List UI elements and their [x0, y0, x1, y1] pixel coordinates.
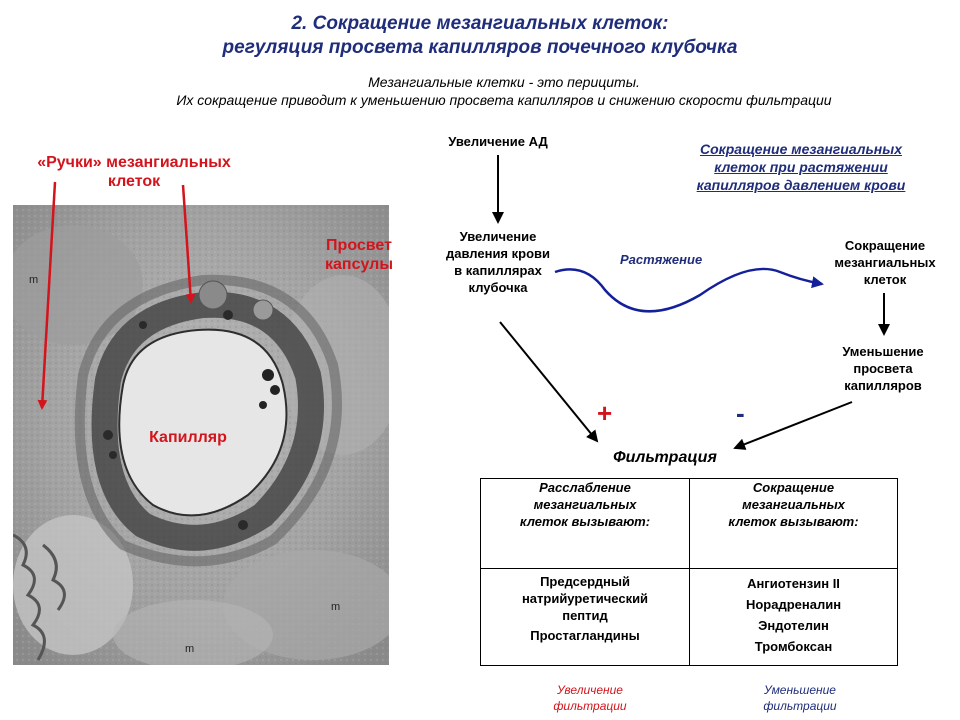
page-title: 2. Сокращение мезангиальных клеток: регу…	[0, 12, 960, 60]
title-line-1: 2. Сокращение мезангиальных клеток:	[291, 13, 669, 34]
arrow-lumen-to-filtration	[733, 401, 853, 450]
contract-header-cell: Сокращение мезангиальных клеток вызывают…	[689, 478, 898, 569]
capsule-label-line-2: капсулы	[325, 256, 393, 273]
handle-arrow-right	[181, 184, 196, 304]
contraction-line-2: мезангиальных	[834, 255, 936, 270]
pressure-line-3: в капиллярах	[454, 263, 542, 278]
relax-header-cell: Расслабление мезангиальных клеток вызыва…	[480, 478, 690, 569]
pressure-line-2: давления крови	[445, 246, 551, 261]
contract-header-line-2: мезангиальных	[742, 497, 845, 512]
footnote-increase: Увеличение фильтрации	[530, 682, 650, 714]
subtitle-line-2: Их сокращение приводит к уменьшению прос…	[176, 92, 832, 108]
contract-header-line-1: Сокращение	[752, 480, 835, 495]
stretch-label: Растяжение	[620, 252, 703, 267]
filtration-label: Фильтрация	[613, 449, 717, 466]
contract-item-endothelin: Эндотелин	[758, 618, 829, 633]
m-marker-1: m	[29, 274, 38, 286]
mesangial-title-line-3: капилляров давлением крови	[696, 177, 906, 193]
contract-items-cell: Ангиотензин II Норадреналин Эндотелин Тр…	[689, 568, 898, 666]
contract-item-noradrenaline: Норадреналин	[745, 597, 842, 612]
lumen-decrease-label: Уменьшение просвета капилляров	[808, 343, 958, 394]
contraction-line-3: клеток	[863, 272, 907, 287]
footnote-decrease: Уменьшение фильтрации	[740, 682, 860, 714]
footnote-increase-line-2: фильтрации	[553, 699, 627, 713]
lumen-line-2: просвета	[853, 361, 913, 376]
bp-increase-label: Увеличение АД	[448, 134, 548, 149]
lumen-line-3: капилляров	[844, 378, 922, 393]
minus-sign: -	[736, 398, 745, 428]
subtitle-line-1: Мезангиальные клетки - это перициты.	[368, 74, 640, 90]
stretch-arrow	[554, 267, 824, 313]
capsule-lumen-label: Просвет капсулы	[314, 236, 404, 274]
footnote-increase-line-1: Увеличение	[557, 683, 623, 697]
relax-item-anp: Предсердный натрийуретический пептид	[521, 574, 649, 623]
handles-label-line-1: «Ручки» мезангиальных	[37, 154, 231, 171]
pressure-increase-label: Увеличение давления крови в капиллярах к…	[418, 228, 578, 296]
pressure-line-1: Увеличение	[459, 229, 537, 244]
title-line-2: регуляция просвета капилляров почечного …	[222, 37, 738, 58]
contract-item-angiotensin: Ангиотензин II	[747, 576, 840, 591]
contraction-line-1: Сокращение	[844, 238, 926, 253]
footnote-decrease-line-2: фильтрации	[763, 699, 837, 713]
relax-header-line-3: клеток вызывают:	[519, 514, 651, 529]
mesangial-stretch-title: Сокращение мезангиальных клеток при раст…	[652, 140, 950, 194]
relax-header-line-1: Расслабление	[539, 480, 631, 495]
footnote-decrease-line-1: Уменьшение	[764, 683, 836, 697]
lumen-line-1: Уменьшение	[842, 344, 924, 359]
handle-arrow-left	[37, 181, 57, 410]
mesangial-contraction-label: Сокращение мезангиальных клеток	[810, 237, 960, 288]
contract-header-line-3: клеток вызывают:	[728, 514, 859, 529]
subtitle: Мезангиальные клетки - это перициты. Их …	[24, 73, 960, 109]
regulators-table: Расслабление мезангиальных клеток вызыва…	[480, 478, 898, 666]
pressure-line-4: клубочка	[468, 280, 528, 295]
capillary-label: Капилляр	[149, 429, 227, 446]
capsule-label-line-1: Просвет	[326, 237, 392, 254]
handles-label-line-2: клеток	[107, 173, 161, 190]
plus-sign: +	[597, 398, 613, 428]
relax-item-prostaglandins: Простагландины	[530, 628, 640, 643]
mesangial-title-line-1: Сокращение мезангиальных	[699, 141, 903, 157]
arrow-pressure-to-filtration	[499, 321, 599, 443]
relax-header-line-2: мезангиальных	[533, 497, 637, 512]
electron-micrograph: m m m	[13, 205, 389, 665]
m-marker-3: m	[185, 643, 194, 655]
relax-items-cell: Предсердный натрийуретический пептид Про…	[480, 568, 690, 666]
handles-label: «Ручки» мезангиальных клеток	[14, 153, 254, 191]
m-marker-2: m	[331, 601, 340, 613]
contract-item-thromboxane: Тромбоксан	[754, 639, 833, 654]
mesangial-title-line-2: клеток при растяжении	[714, 159, 888, 175]
